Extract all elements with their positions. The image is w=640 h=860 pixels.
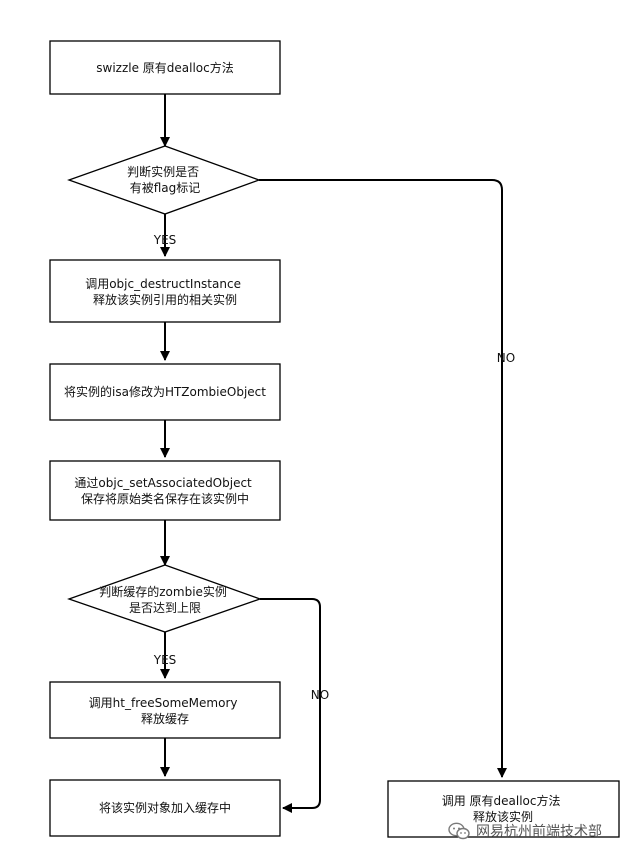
node-check-flag-diamond <box>67 145 261 215</box>
node-free-memory-line: 调用ht_freeSomeMemory <box>89 696 238 710</box>
edges <box>160 94 507 813</box>
node-check-limit-line: 判断缓存的zombie实例 <box>99 584 227 599</box>
node-check-limit-diamond <box>67 564 262 633</box>
node-destruct-text: 调用objc_destructInstance 释放该实例引用的相关实例 <box>85 277 245 307</box>
node-check-flag-text: 判断实例是否 有被flag标记 <box>127 164 203 195</box>
edge-label-flag-no: NO <box>497 351 515 365</box>
edge-label-limit-no: NO <box>311 688 329 702</box>
node-call-dealloc-box <box>387 780 620 838</box>
node-modify-isa-text: 将实例的isa修改为HTZombieObject <box>64 384 266 399</box>
node-associate-line: 保存将原始类名保存在该实例中 <box>81 491 249 506</box>
node-free-memory-box <box>49 681 281 739</box>
nodes <box>49 40 620 838</box>
node-check-limit-text: 判断缓存的zombie实例 是否达到上限 <box>99 584 231 615</box>
edge-label-flag-yes: YES <box>153 233 177 247</box>
node-free-memory-text: 调用ht_freeSomeMemory 释放缓存 <box>89 696 242 726</box>
node-swizzle-text: swizzle 原有dealloc方法 <box>96 60 234 75</box>
node-call-dealloc-line: 释放该实例 <box>473 809 533 824</box>
node-associate-box <box>49 460 281 521</box>
node-modify-isa-line: 将实例的isa修改为HTZombieObject <box>64 384 266 399</box>
node-check-flag-line: 有被flag标记 <box>130 181 201 195</box>
edge-label-limit-yes: YES <box>153 653 177 667</box>
node-check-flag-line: 判断实例是否 <box>127 164 199 179</box>
node-call-dealloc-line: 调用 原有dealloc方法 <box>442 793 561 808</box>
watermark: 网易杭州前端技术部 <box>448 820 602 842</box>
node-free-memory-line: 释放缓存 <box>141 711 189 726</box>
node-destruct-line: 释放该实例引用的相关实例 <box>93 292 237 307</box>
node-associate-line: 通过objc_setAssociatedObject <box>74 476 252 490</box>
edge-check-flag-no <box>259 179 507 778</box>
node-add-cache-text: 将该实例对象加入缓存中 <box>99 800 231 815</box>
node-add-cache-line: 将该实例对象加入缓存中 <box>99 800 231 815</box>
node-add-cache-box <box>49 779 281 837</box>
wechat-icon <box>448 822 470 840</box>
node-destruct-line: 调用objc_destructInstance <box>85 277 241 291</box>
node-swizzle-line: swizzle 原有dealloc方法 <box>96 60 234 75</box>
node-call-dealloc-text: 调用 原有dealloc方法 释放该实例 <box>442 793 565 824</box>
node-destruct-box <box>49 259 281 323</box>
node-associate-text: 通过objc_setAssociatedObject 保存将原始类名保存在该实例… <box>74 476 255 506</box>
node-modify-isa-box <box>49 363 281 421</box>
node-check-limit-line: 是否达到上限 <box>129 601 201 615</box>
watermark-text: 网易杭州前端技术部 <box>476 824 602 840</box>
edge-check-limit-no <box>260 598 321 813</box>
node-swizzle-box <box>49 40 281 95</box>
